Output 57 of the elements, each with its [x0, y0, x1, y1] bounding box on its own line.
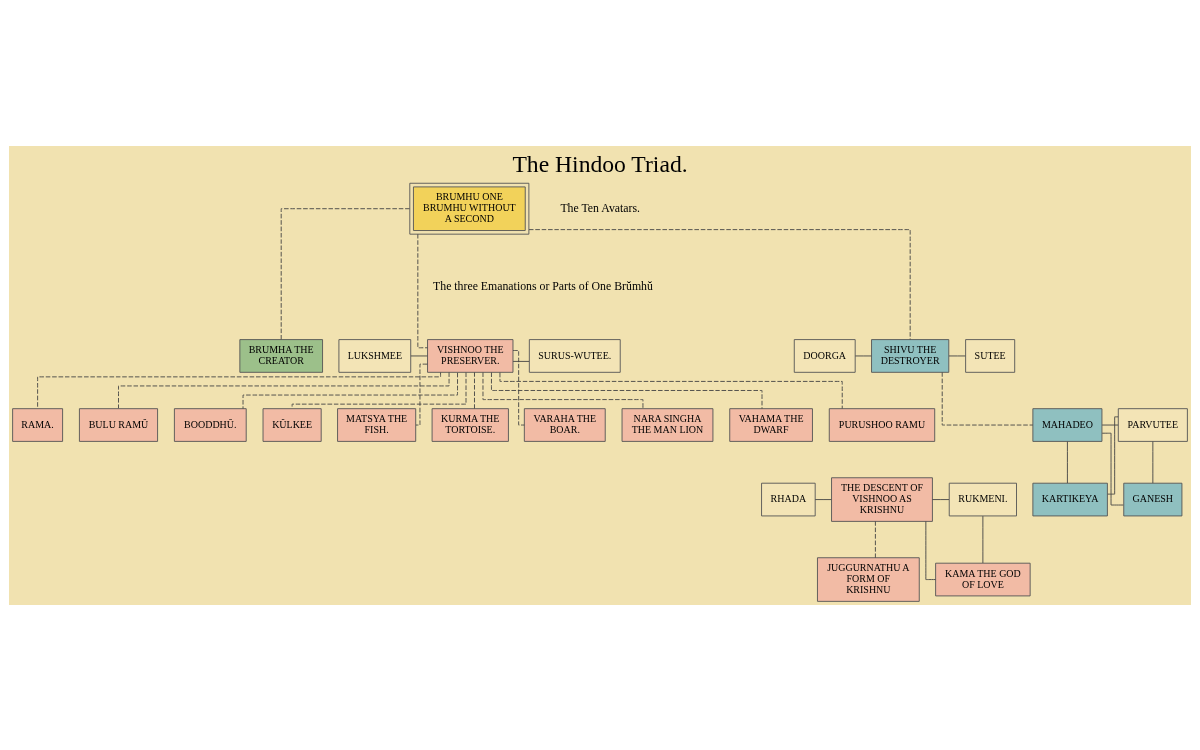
node-box: THE DESCENT OF VISHNOO AS KRISHNU	[831, 476, 933, 522]
diagram-title: The Hindoo Triad.	[512, 150, 688, 177]
connector	[499, 371, 843, 409]
connector	[941, 371, 1034, 425]
connector	[512, 349, 525, 425]
node-box: RAMA.	[12, 407, 64, 442]
node-box: SUTEE	[965, 338, 1016, 373]
connector	[474, 371, 475, 409]
node-box: MATSYA THE FISH.	[337, 407, 417, 442]
connector	[512, 360, 530, 362]
connector	[242, 371, 458, 409]
label: The three Emanations or Parts of One Brŭmhŭ	[433, 278, 653, 293]
node-box: VARAHA THE BOAR.	[523, 407, 606, 442]
connector	[491, 371, 763, 409]
node-box: RUKMENI.	[948, 482, 1017, 516]
label: The Ten Avatars.	[560, 200, 641, 215]
node-box: KARTIKEYA	[1032, 482, 1108, 516]
node-box: DOORGA	[793, 338, 856, 373]
connector	[982, 515, 984, 563]
connector	[415, 363, 428, 425]
connector	[854, 355, 872, 356]
connector	[931, 498, 950, 500]
node-box: MAHADEO	[1032, 407, 1103, 442]
node-box: NARA SINGHA THE MAN LION	[621, 407, 714, 442]
connector	[1107, 415, 1119, 495]
node-box: LUKSHMEE	[338, 338, 412, 373]
connector	[417, 233, 428, 348]
connector	[948, 355, 966, 356]
node-box: BRUMHA THE CREATOR	[239, 338, 323, 373]
connector	[1152, 440, 1154, 484]
connector	[280, 207, 410, 340]
connector	[291, 371, 467, 409]
node-box: BULU RAMŬ	[78, 407, 159, 442]
connector	[925, 520, 936, 580]
connector	[118, 371, 450, 409]
connector	[1066, 440, 1068, 484]
node-box: SURUS-WUTEE.	[528, 338, 621, 373]
connector	[37, 371, 441, 409]
node-box: PURUSHOO RAMU	[828, 407, 936, 442]
node-box: PARVUTEE	[1117, 407, 1188, 442]
connector	[814, 498, 832, 500]
node-box: SHIVU THE DESTROYER	[871, 338, 950, 373]
node-box: JUGGURNATHU A FORM OF KRISHNU	[817, 556, 920, 602]
node-box: BOODDHŬ.	[173, 407, 247, 442]
connector	[528, 228, 911, 340]
connector	[1101, 424, 1119, 425]
node-box: VISHNOO THE PRESERVER.	[427, 338, 514, 373]
node-box: KURMA THE TORTOISE.	[431, 407, 509, 442]
connector	[874, 520, 876, 558]
node-box: KŬLKEE	[262, 407, 322, 442]
node-box: GANESH	[1123, 482, 1183, 516]
node-box: RHADA	[761, 482, 816, 516]
connector	[1101, 432, 1124, 505]
node-box: VAHAMA THE DWARF	[729, 407, 813, 442]
node-box: KAMA THE GOD OF LOVE	[935, 562, 1031, 596]
connector	[482, 371, 644, 409]
connector	[410, 355, 428, 356]
